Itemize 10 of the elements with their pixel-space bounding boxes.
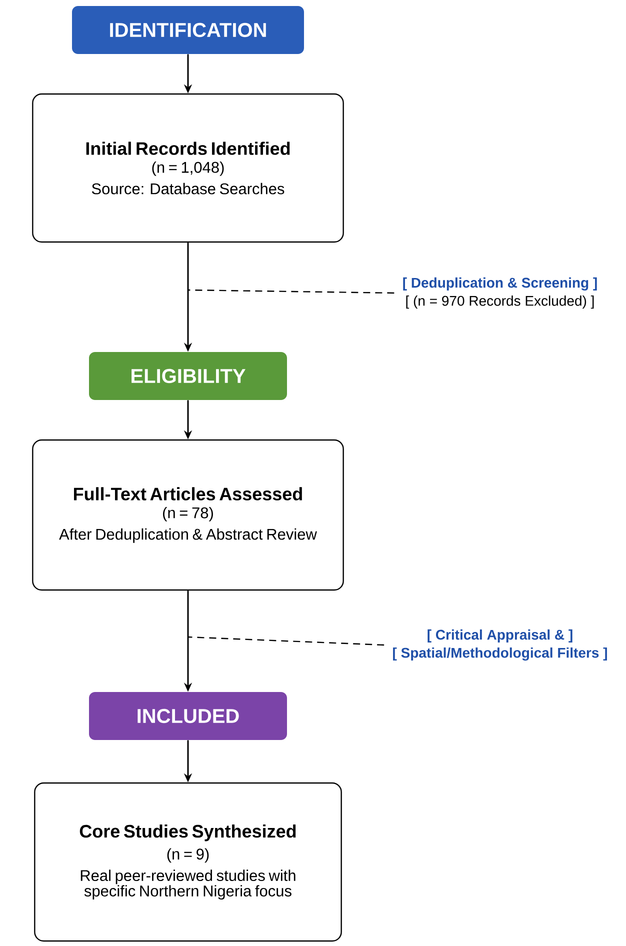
leader-line bbox=[188, 636, 384, 646]
side-note: [ Critical Appraisal & ] [ Spatial/Methodological Filters ] bbox=[393, 629, 607, 661]
side-note: [ Deduplication & Screening ] [ (n = 970 Records Excluded) ] bbox=[403, 277, 597, 309]
process-box: Full-Text Articles Assessed (n = 78) After Deduplication & Abstract Review bbox=[32, 439, 344, 591]
process-box: Core Studies Synthesized (n = 9) Real peer-reviewed studies with specific Northern Nigeria focus bbox=[34, 782, 342, 942]
stage-banner: ELIGIBILITY bbox=[89, 352, 287, 400]
process-box: Initial Records Identified (n = 1,048) Source: Database Searches bbox=[32, 93, 344, 243]
stage-banner: INCLUDED bbox=[89, 692, 287, 740]
leader-line bbox=[188, 289, 394, 294]
stage-banner: IDENTIFICATION bbox=[72, 6, 304, 54]
